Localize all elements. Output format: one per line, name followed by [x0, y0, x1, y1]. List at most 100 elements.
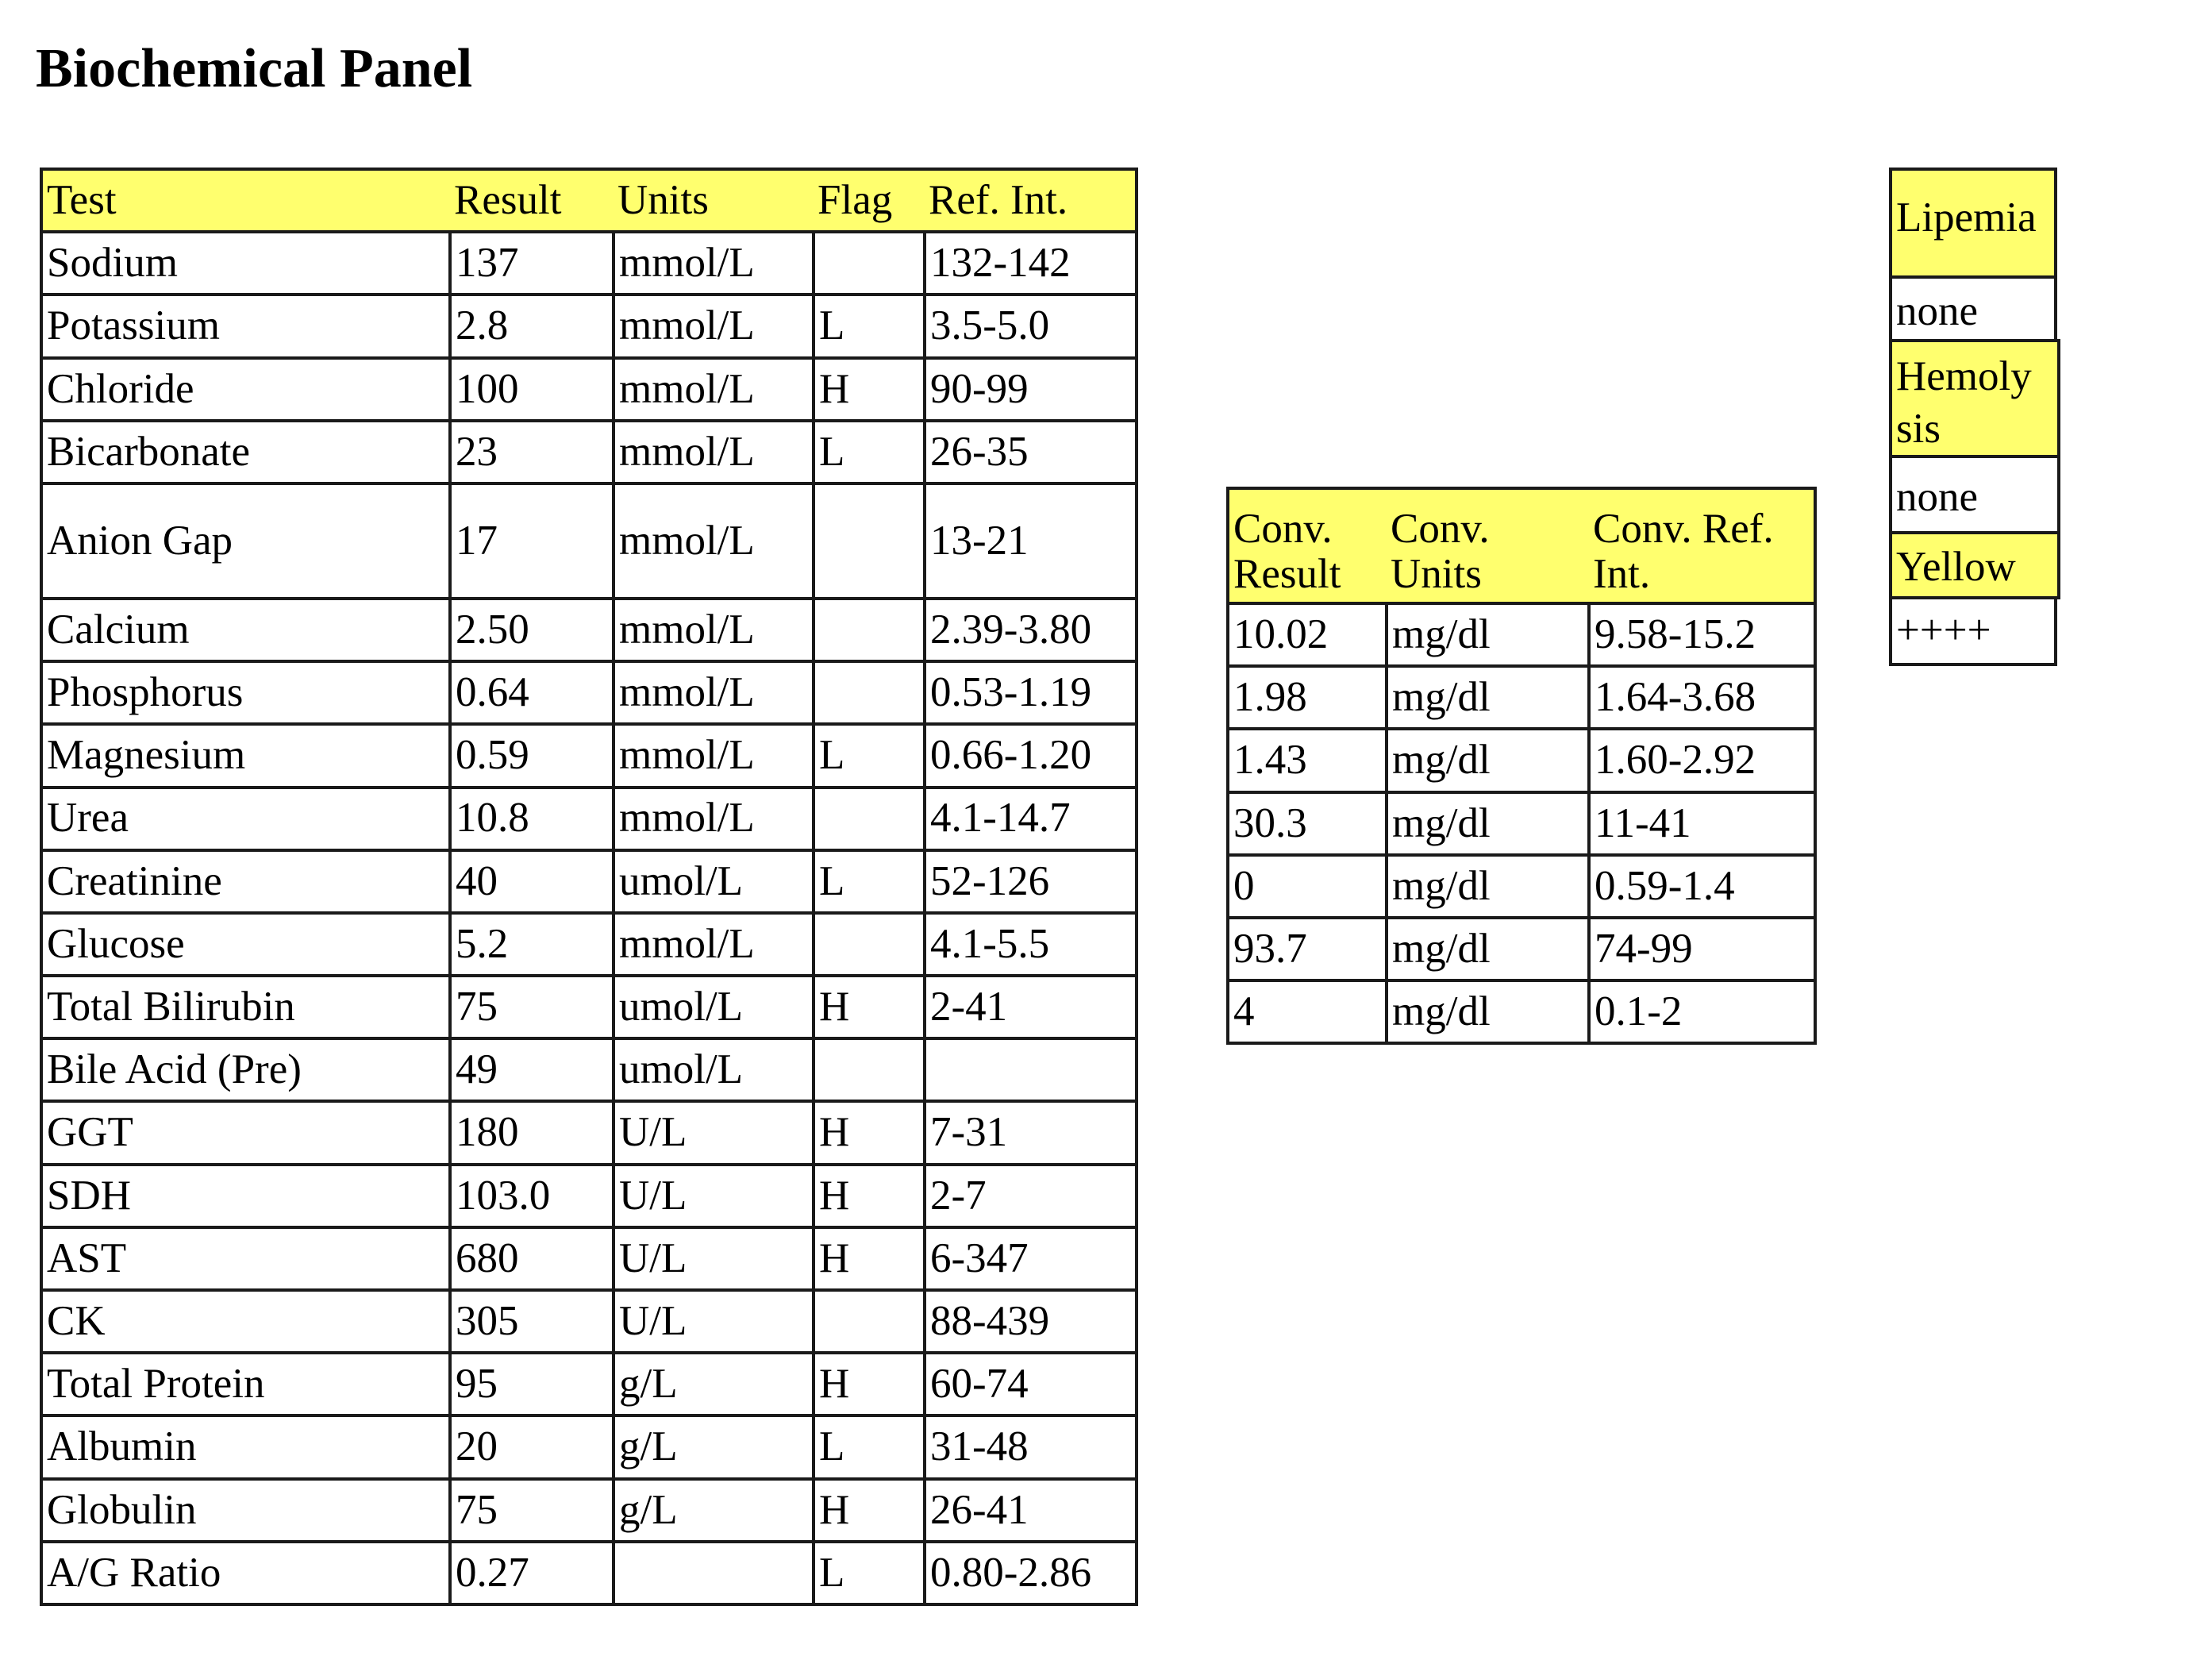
test-name: SDH	[40, 1162, 452, 1229]
test-ref-int: 31-48	[923, 1414, 1138, 1481]
conv-ref-int: 0.59-1.4	[1587, 853, 1817, 919]
test-ref-int: 60-74	[923, 1351, 1138, 1418]
test-ref-int: 0.53-1.19	[923, 660, 1138, 726]
test-flag: L	[812, 293, 926, 360]
conv-row: 1.98 mg/dl 1.64-3.68	[1226, 664, 1817, 731]
test-units: g/L	[612, 1414, 815, 1481]
conv-row: 30.3 mg/dl 11-41	[1226, 790, 1817, 857]
table-row: Total Protein 95 g/L H 60-74	[40, 1351, 1138, 1418]
header-conv-result: Conv. Result	[1226, 487, 1387, 605]
test-units: U/L	[612, 1162, 815, 1229]
lipemia-value-text: none	[1896, 288, 1979, 334]
test-ref-int: 26-41	[923, 1477, 1138, 1543]
test-name: Globulin	[40, 1477, 452, 1543]
test-name: Potassium	[40, 293, 452, 360]
test-flag: L	[812, 1414, 926, 1481]
header-conv-ref-int: Conv. Ref. Int.	[1589, 487, 1817, 605]
test-result: 0.64	[448, 660, 615, 726]
conv-units: mg/dl	[1385, 853, 1591, 919]
icterus-value-text: ++++	[1896, 607, 1991, 653]
test-ref-int: 2-7	[923, 1162, 1138, 1229]
icterus-value: ++++	[1889, 596, 2057, 666]
test-name: AST	[40, 1225, 452, 1292]
table-row: CK 305 U/L 88-439	[40, 1288, 1138, 1355]
conv-ref-int: 11-41	[1587, 790, 1817, 857]
test-result: 100	[448, 356, 615, 422]
test-units: mmol/L	[612, 293, 815, 360]
table-row: Anion Gap 17 mmol/L 13-21	[40, 481, 1138, 600]
table-row: Magnesium 0.59 mmol/L L 0.66-1.20	[40, 722, 1138, 789]
test-name: A/G Ratio	[40, 1539, 452, 1606]
test-name: Sodium	[40, 230, 452, 297]
test-ref-int: 0.66-1.20	[923, 722, 1138, 789]
icterus-label-text: Yellow	[1896, 544, 2016, 590]
test-flag: H	[812, 974, 926, 1041]
test-name: Urea	[40, 785, 452, 852]
test-ref-int: 90-99	[923, 356, 1138, 422]
conv-units: mg/dl	[1385, 790, 1591, 857]
test-result: 49	[448, 1037, 615, 1103]
conv-result: 1.43	[1226, 727, 1388, 794]
table-row: SDH 103.0 U/L H 2-7	[40, 1162, 1138, 1229]
test-flag	[812, 785, 926, 852]
test-name: Bile Acid (Pre)	[40, 1037, 452, 1103]
table-row: Bicarbonate 23 mmol/L L 26-35	[40, 418, 1138, 485]
table-row: Globulin 75 g/L H 26-41	[40, 1477, 1138, 1543]
test-ref-int: 3.5-5.0	[923, 293, 1138, 360]
test-units: umol/L	[612, 848, 815, 915]
conv-row: 93.7 mg/dl 74-99	[1226, 915, 1817, 983]
test-name: Creatinine	[40, 848, 452, 915]
test-ref-int: 132-142	[923, 230, 1138, 297]
test-flag: H	[812, 1225, 926, 1292]
test-flag: L	[812, 848, 926, 915]
conv-ref-int: 1.60-2.92	[1587, 727, 1817, 794]
test-units: umol/L	[612, 1037, 815, 1103]
table-row: Potassium 2.8 mmol/L L 3.5-5.0	[40, 293, 1138, 360]
test-units: mmol/L	[612, 596, 815, 664]
conv-ref-int: 74-99	[1587, 915, 1817, 983]
test-units: mmol/L	[612, 481, 815, 600]
conv-units: mg/dl	[1385, 664, 1591, 731]
test-result: 40	[448, 848, 615, 915]
test-result: 137	[448, 230, 615, 297]
test-name: Total Protein	[40, 1351, 452, 1418]
test-result: 75	[448, 974, 615, 1041]
header-conv-units: Conv. Units	[1387, 487, 1589, 605]
test-name: Albumin	[40, 1414, 452, 1481]
test-flag: H	[812, 356, 926, 422]
conv-units: mg/dl	[1385, 979, 1591, 1046]
test-units: g/L	[612, 1477, 815, 1543]
lipemia-label: Lipemia	[1889, 168, 2057, 279]
test-flag: L	[812, 1539, 926, 1606]
test-result: 180	[448, 1100, 615, 1166]
header-units: Units	[614, 167, 814, 234]
table-header-row: Test Result Units Flag Ref. Int.	[40, 167, 1138, 234]
test-result: 0.59	[448, 722, 615, 789]
test-name: Total Bilirubin	[40, 974, 452, 1041]
conv-units: mg/dl	[1385, 601, 1591, 668]
test-units: mmol/L	[612, 418, 815, 485]
conv-row: 0 mg/dl 0.59-1.4	[1226, 853, 1817, 919]
conv-row: 10.02 mg/dl 9.58-15.2	[1226, 601, 1817, 668]
test-units: U/L	[612, 1225, 815, 1292]
test-result: 680	[448, 1225, 615, 1292]
test-units: U/L	[612, 1288, 815, 1355]
conv-ref-int: 1.64-3.68	[1587, 664, 1817, 731]
table-row: Urea 10.8 mmol/L 4.1-14.7	[40, 785, 1138, 852]
hemolysis-value: none	[1889, 455, 2060, 534]
conv-row: 1.43 mg/dl 1.60-2.92	[1226, 727, 1817, 794]
conv-header-row: Conv. Result Conv. Units Conv. Ref. Int.	[1226, 487, 1817, 605]
test-ref-int: 26-35	[923, 418, 1138, 485]
conv-result: 1.98	[1226, 664, 1388, 731]
test-ref-int: 88-439	[923, 1288, 1138, 1355]
hemolysis-label-line2: sis	[1896, 406, 1941, 453]
hemolysis-value-text: none	[1896, 474, 1979, 520]
page-title: Biochemical Panel	[36, 38, 473, 99]
test-units: mmol/L	[612, 722, 815, 789]
conv-row: 4 mg/dl 0.1-2	[1226, 979, 1817, 1046]
test-result: 2.8	[448, 293, 615, 360]
test-result: 95	[448, 1351, 615, 1418]
conv-result: 4	[1226, 979, 1388, 1046]
table-row: Creatinine 40 umol/L L 52-126	[40, 848, 1138, 915]
test-units: mmol/L	[612, 911, 815, 978]
